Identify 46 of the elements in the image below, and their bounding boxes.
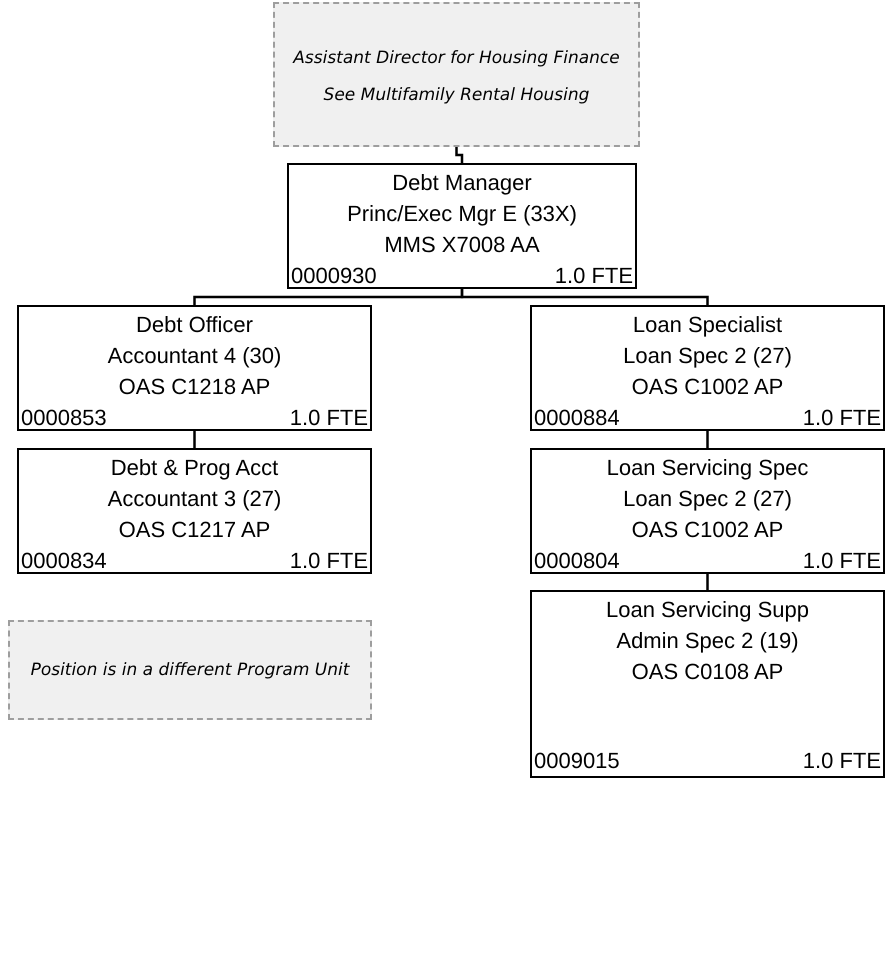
position-number: 0000804 xyxy=(534,547,620,575)
connector-line xyxy=(460,289,709,305)
position-code: OAS C1217 AP xyxy=(118,516,272,544)
connector-line xyxy=(455,147,464,163)
job-title: Debt & Prog Acct xyxy=(110,454,280,482)
position-code: OAS C1002 AP xyxy=(630,516,784,544)
classification: Admin Spec 2 (19) xyxy=(615,627,800,655)
position-number: 0000853 xyxy=(21,404,107,432)
position-number: 0000884 xyxy=(534,404,620,432)
classification: Loan Spec 2 (27) xyxy=(622,342,793,370)
classification: Princ/Exec Mgr E (33X) xyxy=(346,200,578,228)
position-box xyxy=(17,305,372,431)
position-code: MMS X7008 AA xyxy=(383,231,541,259)
note-text: Assistant Director for Housing Finance xyxy=(292,46,621,70)
position-code: OAS C1218 AP xyxy=(118,373,272,401)
fte-value: 1.0 FTE xyxy=(554,262,633,290)
note-text: Position is in a different Program Unit xyxy=(30,659,351,682)
position-code: OAS C1002 AP xyxy=(630,373,784,401)
position-number: 0000930 xyxy=(291,262,377,290)
classification: Accountant 3 (27) xyxy=(106,485,282,513)
position-box xyxy=(287,163,637,289)
connector-line xyxy=(193,431,196,448)
fte-value: 1.0 FTE xyxy=(290,547,368,575)
fte-value: 1.0 FTE xyxy=(290,404,368,432)
position-box xyxy=(530,305,885,431)
fte-value: 1.0 FTE xyxy=(802,404,881,432)
classification: Loan Spec 2 (27) xyxy=(622,485,793,513)
job-title: Loan Servicing Spec xyxy=(606,454,810,482)
position-box xyxy=(530,448,885,574)
job-title: Debt Manager xyxy=(391,169,533,197)
position-number: 0000834 xyxy=(21,547,107,575)
connector-line xyxy=(706,431,709,448)
position-number: 0009015 xyxy=(534,747,620,775)
job-title: Loan Specialist xyxy=(632,311,784,339)
note-box xyxy=(273,2,640,147)
job-title: Loan Servicing Supp xyxy=(604,596,810,624)
note-box xyxy=(8,620,372,720)
fte-value: 1.0 FTE xyxy=(802,747,881,775)
classification: Accountant 4 (30) xyxy=(106,342,282,370)
note-text: See Multifamily Rental Housing xyxy=(322,84,590,106)
job-title: Debt Officer xyxy=(135,311,254,339)
position-box xyxy=(530,590,885,778)
fte-value: 1.0 FTE xyxy=(802,547,881,575)
connector-line xyxy=(706,574,709,590)
position-box xyxy=(17,448,372,574)
position-code: OAS C0108 AP xyxy=(630,658,784,686)
